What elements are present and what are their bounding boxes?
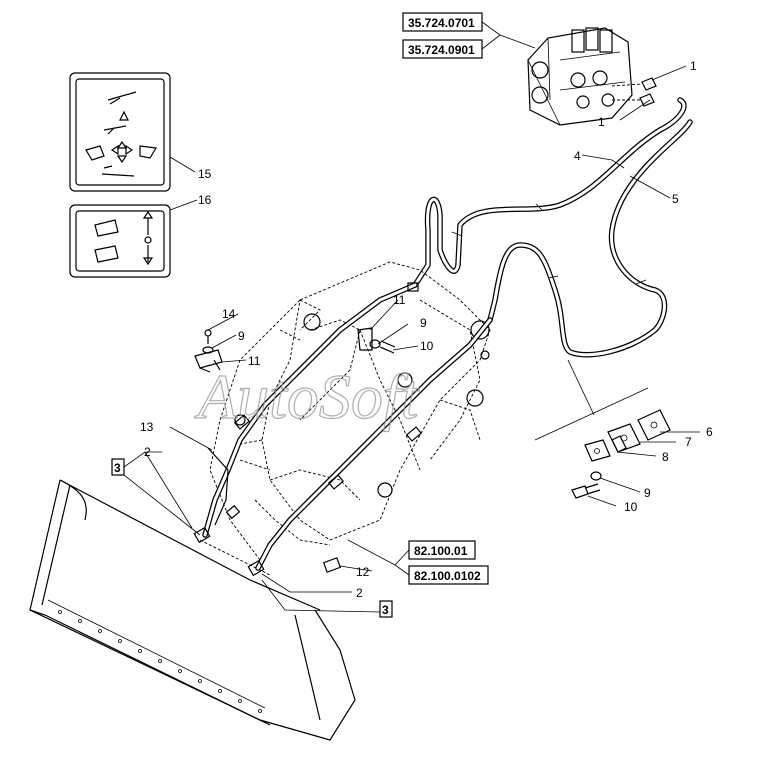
section-leader-line bbox=[567, 359, 595, 416]
callout-11-a: 11 bbox=[248, 354, 261, 368]
callout-8: 8 bbox=[662, 450, 669, 464]
callout-15: 15 bbox=[198, 167, 212, 181]
svg-text:3: 3 bbox=[382, 603, 389, 617]
callout-7: 7 bbox=[685, 435, 692, 449]
callout-6: 6 bbox=[706, 425, 713, 439]
hose-crimp-marks bbox=[451, 203, 647, 285]
svg-text:35.724.0901: 35.724.0901 bbox=[408, 43, 475, 57]
section-cut-line bbox=[534, 387, 649, 441]
callout-10-b: 10 bbox=[624, 500, 638, 514]
callout-9-c: 9 bbox=[644, 486, 651, 500]
callout-11-b: 11 bbox=[393, 293, 406, 307]
pipe-ref-box-a: 82.100.01 bbox=[408, 540, 476, 560]
svg-text:82.100.01: 82.100.01 bbox=[414, 544, 468, 558]
bucket-bolt-row bbox=[58, 610, 262, 713]
callout-5: 5 bbox=[672, 192, 679, 206]
callout-4: 4 bbox=[574, 149, 581, 163]
assembly-box-3b: 3 bbox=[379, 600, 393, 618]
svg-text:82.100.0102: 82.100.0102 bbox=[414, 569, 481, 583]
decal-16 bbox=[69, 204, 171, 278]
callout-9-b: 9 bbox=[420, 316, 427, 330]
hose-4 bbox=[412, 97, 687, 288]
hose-fittings bbox=[611, 77, 657, 107]
callout-1-b: 1 bbox=[598, 115, 605, 129]
callout-14: 14 bbox=[222, 307, 236, 321]
callout-10-a: 10 bbox=[420, 339, 434, 353]
watermark: AutoSoft bbox=[194, 361, 421, 432]
callout-13: 13 bbox=[140, 420, 154, 434]
valve-ref-box-b: 35.724.0901 bbox=[402, 39, 483, 59]
boom-pivots bbox=[194, 313, 490, 498]
svg-text:35.724.0701: 35.724.0701 bbox=[408, 16, 475, 30]
callout-16: 16 bbox=[198, 193, 212, 207]
callout-2-a: 2 bbox=[144, 445, 151, 459]
assembly-box-3a: 3 bbox=[111, 458, 125, 476]
pipe-ref-leader bbox=[347, 539, 410, 576]
bracket-parts bbox=[571, 409, 671, 499]
hose-5 bbox=[487, 119, 693, 358]
leader-lines bbox=[123, 65, 700, 613]
svg-text:3: 3 bbox=[114, 461, 121, 475]
callout-1-a: 1 bbox=[690, 59, 697, 73]
valve-ref-leader bbox=[481, 21, 536, 50]
callout-numbers: 1 1 4 5 15 16 14 9 11 11 9 10 13 2 6 7 8… bbox=[140, 59, 713, 600]
rigid-pipes bbox=[202, 282, 493, 571]
pipe-clamps bbox=[225, 414, 423, 520]
control-valve bbox=[527, 27, 633, 126]
decal-15 bbox=[69, 72, 171, 192]
pipe-end-fittings bbox=[193, 282, 419, 577]
callout-2-b: 2 bbox=[356, 586, 363, 600]
pipe-ref-box-b: 82.100.0102 bbox=[408, 565, 489, 585]
callout-12: 12 bbox=[356, 565, 370, 579]
loader-bucket bbox=[29, 479, 356, 741]
valve-ref-box-a: 35.724.0701 bbox=[402, 12, 483, 32]
callout-9-a: 9 bbox=[238, 329, 245, 343]
